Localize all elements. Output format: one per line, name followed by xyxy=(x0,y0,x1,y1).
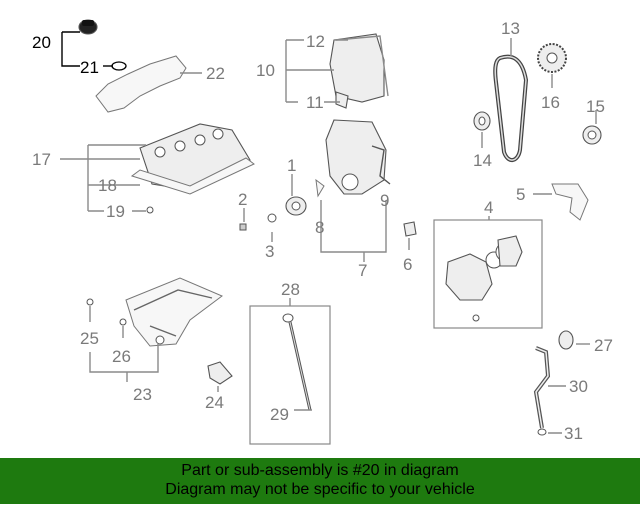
callout-16[interactable]: 16 xyxy=(541,93,560,112)
timing-belt xyxy=(493,38,529,162)
dipstick xyxy=(282,313,312,411)
callout-leaders-23-26 xyxy=(89,306,159,382)
callout-2[interactable]: 2 xyxy=(238,190,247,209)
callout-24[interactable]: 24 xyxy=(205,393,224,412)
oil-pump xyxy=(445,235,523,322)
callout-10[interactable]: 10 xyxy=(256,61,275,80)
callout-27[interactable]: 27 xyxy=(594,336,613,355)
callout-leaders-10-12 xyxy=(285,39,348,103)
oil-seal xyxy=(558,330,590,350)
banner-line-1: Part or sub-assembly is #20 in diagram xyxy=(181,462,459,479)
oil-pan xyxy=(86,277,223,347)
oil-pump-box xyxy=(433,219,543,329)
callout-6[interactable]: 6 xyxy=(403,255,412,274)
callout-11[interactable]: 11 xyxy=(306,93,324,112)
callout-17[interactable]: 17 xyxy=(32,150,51,169)
callout-12[interactable]: 12 xyxy=(306,32,325,51)
oil-filler-cap-assembly[interactable] xyxy=(61,19,127,71)
bolt-and-washer xyxy=(239,208,277,242)
gasket xyxy=(533,183,589,221)
callout-28[interactable]: 28 xyxy=(281,280,300,299)
callout-leaders-17-19 xyxy=(60,144,146,212)
callout-5[interactable]: 5 xyxy=(516,185,525,204)
info-banner: Part or sub-assembly is #20 in diagram D… xyxy=(0,458,640,504)
valve-cover xyxy=(130,123,255,214)
lower-timing-cover xyxy=(315,119,391,198)
callout-31[interactable]: 31 xyxy=(564,424,583,443)
upper-timing-cover xyxy=(329,33,389,109)
callout-15[interactable]: 15 xyxy=(586,97,605,116)
tensioner xyxy=(582,110,602,145)
dipstick-tube xyxy=(533,346,566,436)
callout-1[interactable]: 1 xyxy=(287,156,296,175)
callout-22[interactable]: 22 xyxy=(206,64,225,83)
camshaft-sprocket xyxy=(537,43,567,88)
callout-20[interactable]: 20 xyxy=(32,33,51,52)
callout-7[interactable]: 7 xyxy=(358,261,367,280)
callout-14[interactable]: 14 xyxy=(473,151,492,170)
callout-3[interactable]: 3 xyxy=(265,242,274,261)
callout-19[interactable]: 19 xyxy=(106,202,125,221)
banner-line-2: Diagram may not be specific to your vehi… xyxy=(165,481,475,498)
engine-cover xyxy=(95,55,202,113)
callout-13[interactable]: 13 xyxy=(501,19,520,38)
callout-26[interactable]: 26 xyxy=(112,347,131,366)
callout-9[interactable]: 9 xyxy=(380,191,389,210)
parts-diagram: 20 21 22 17 18 19 10 11 12 7 8 9 xyxy=(32,19,613,445)
callout-18[interactable]: 18 xyxy=(98,176,117,195)
callout-23[interactable]: 23 xyxy=(133,385,152,404)
crankshaft-sprocket xyxy=(285,174,307,216)
sensor xyxy=(403,221,417,250)
idler-pulley xyxy=(473,111,491,148)
callout-25[interactable]: 25 xyxy=(80,329,99,348)
callout-29[interactable]: 29 xyxy=(270,405,289,424)
bracket xyxy=(207,361,233,392)
callout-4[interactable]: 4 xyxy=(484,198,493,217)
callout-30[interactable]: 30 xyxy=(569,377,588,396)
callout-21[interactable]: 21 xyxy=(80,58,99,77)
callout-leaders-7-9 xyxy=(320,200,387,262)
callout-8[interactable]: 8 xyxy=(315,218,324,237)
